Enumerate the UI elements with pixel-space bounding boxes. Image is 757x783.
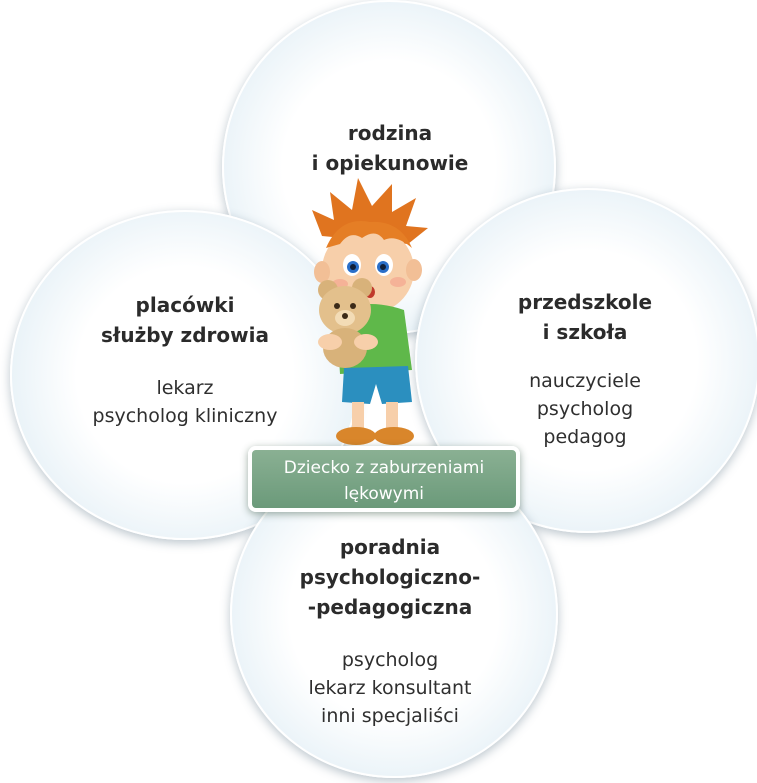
node-school-item: psycholog [536,398,634,420]
node-school-title-line-2: i szkoła [542,320,628,344]
node-health-services-item: lekarz [156,377,214,399]
center-label: Dziecko z zaburzeniami lękowymi [283,458,485,504]
node-family-title-line-1: rodzina [347,121,433,145]
node-counseling-center-item: inni specjaliści [321,705,459,727]
node-health-services-items: lekarz psycholog kliniczny [60,374,310,430]
node-counseling-center-item: lekarz konsultant [308,677,472,699]
node-health-services-item: psycholog kliniczny [92,405,278,427]
child-with-teddy-bear-icon [312,178,428,445]
node-counseling-center-title-line-1: poradnia [339,535,441,559]
node-counseling-center-title: poradnia psychologiczno- -pedagogiczna [260,532,520,622]
center-label-box: Dziecko z zaburzeniami lękowymi [248,446,520,512]
node-school-item: nauczyciele [529,370,641,392]
node-family: rodzina i opiekunowie [270,118,510,178]
node-counseling-center-items: psycholog lekarz konsultant inni specjal… [260,646,520,730]
node-counseling-center-title-line-3: -pedagogiczna [307,595,473,619]
node-counseling-center: poradnia psychologiczno- -pedagogiczna p… [260,532,520,730]
node-school-items: nauczyciele psycholog pedagog [470,367,700,451]
node-family-title: rodzina i opiekunowie [270,118,510,178]
node-counseling-center-title-line-2: psychologiczno- [299,565,481,589]
node-school-title-line-1: przedszkole [517,290,653,314]
node-school-item: pedagog [543,426,627,448]
node-health-services-title: placówki służby zdrowia [60,290,310,350]
node-family-title-line-2: i opiekunowie [311,151,469,175]
node-school: przedszkole i szkoła nauczyciele psychol… [470,287,700,451]
node-health-services: placówki służby zdrowia lekarz psycholog… [60,290,310,430]
node-health-services-title-line-2: służby zdrowia [101,323,269,347]
node-health-services-title-line-1: placówki [135,293,235,317]
node-school-title: przedszkole i szkoła [470,287,700,347]
node-counseling-center-item: psycholog [341,649,439,671]
